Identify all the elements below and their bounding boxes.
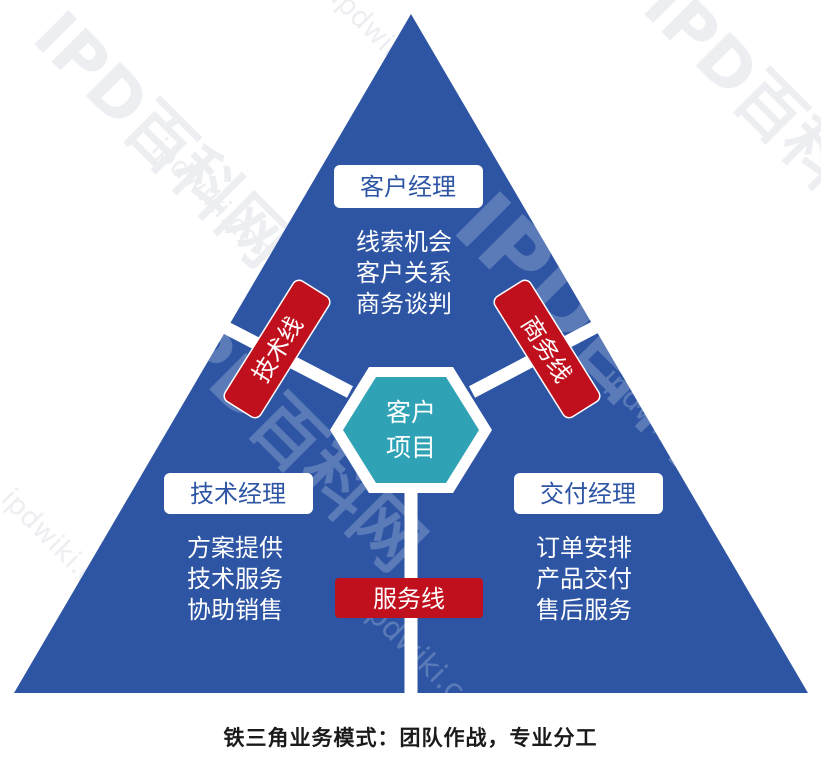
triangle-background [14, 14, 808, 693]
center-node: 客户 项目 [330, 367, 492, 493]
line-badge-left-box [223, 279, 331, 419]
role-top-title: 客户经理 [360, 173, 456, 201]
role-right-duty-2: 产品交付 [536, 565, 632, 593]
line-badge-bottom-label: 服务线 [373, 585, 445, 613]
center-label-line-2: 项目 [386, 433, 436, 462]
role-left-duty-2: 技术服务 [187, 565, 283, 593]
role-left-title-box [164, 473, 313, 514]
role-top-duty-3: 商务谈判 [356, 290, 452, 318]
role-top-duty-2: 客户关系 [356, 259, 452, 287]
center-label-line-1: 客户 [386, 398, 436, 427]
role-left: 技术经理 方案提供 技术服务 协助销售 [164, 473, 313, 624]
watermark-brand-2: IPD百科网 [629, 0, 821, 252]
role-right: 交付经理 订单安排 产品交付 售后服务 [514, 473, 663, 624]
center-hexagon [343, 377, 479, 483]
line-badge-bottom: 服务线 [335, 578, 483, 618]
role-right-duty-1: 订单安排 [536, 534, 632, 562]
role-top-duty-1: 线索机会 [356, 228, 452, 256]
role-right-title: 交付经理 [540, 480, 636, 508]
role-right-duty-3: 售后服务 [536, 596, 632, 624]
role-top-title-box [334, 165, 483, 208]
role-right-title-box [514, 473, 663, 514]
role-left-duty-1: 方案提供 [187, 534, 283, 562]
role-left-title: 技术经理 [190, 480, 286, 508]
line-badge-bottom-box [335, 578, 483, 618]
line-badge-right-box [493, 279, 601, 419]
diagram-caption: 铁三角业务模式：团队作战，专业分工 [223, 726, 598, 750]
role-top: 客户经理 线索机会 客户关系 商务谈判 [334, 165, 483, 318]
role-left-duty-3: 协助销售 [187, 596, 283, 624]
